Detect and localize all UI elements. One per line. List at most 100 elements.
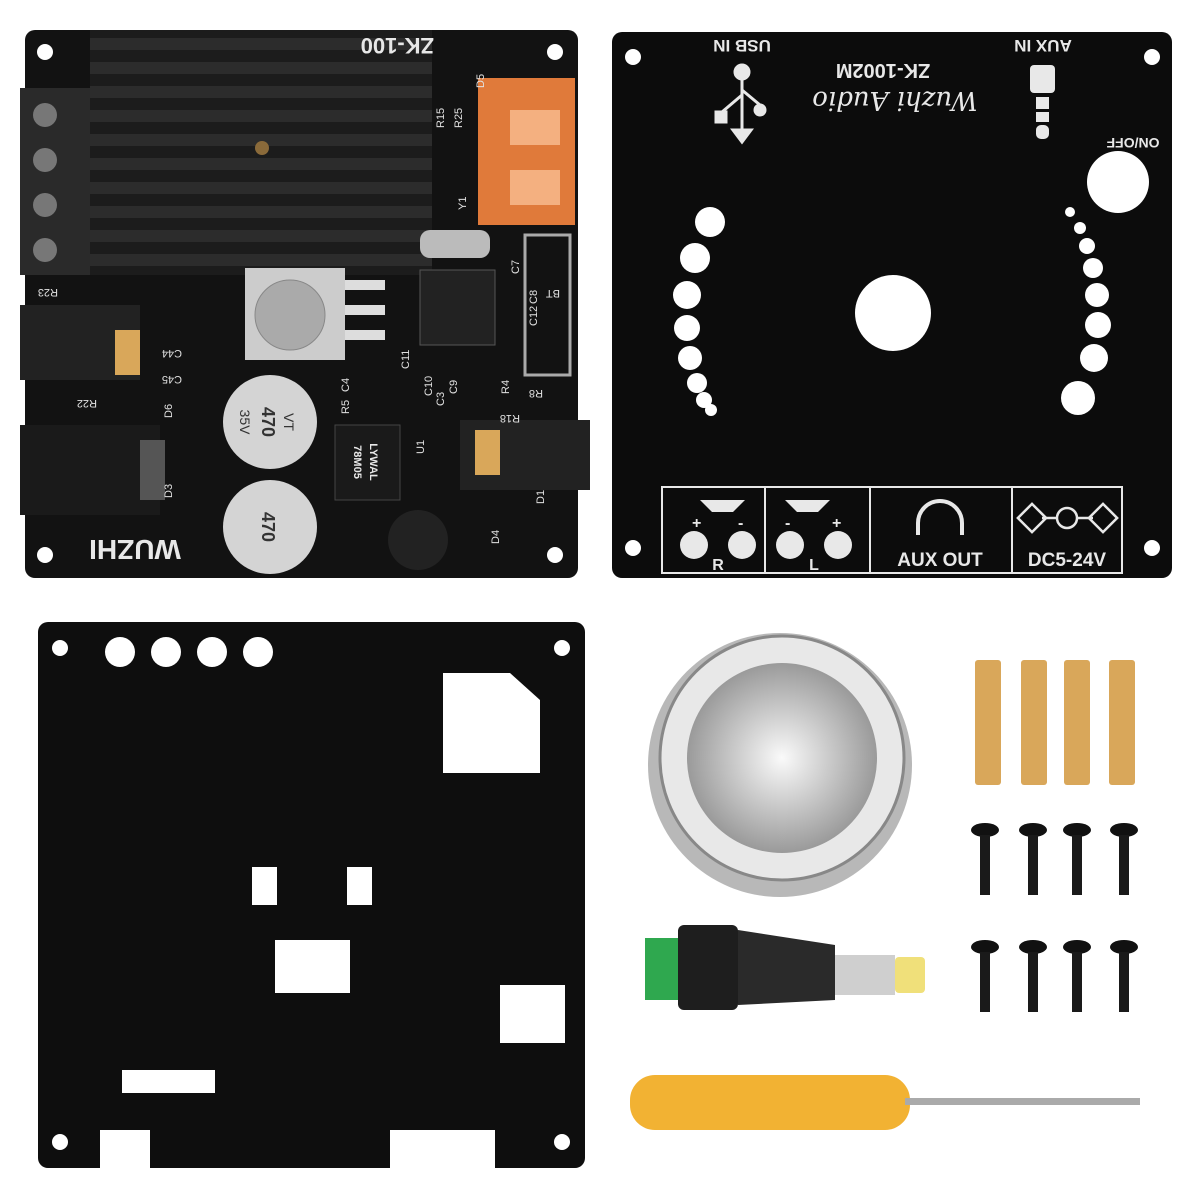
on-off-label: ON/OFF [1106,135,1159,151]
label-c8: C8 [528,290,540,304]
heatsink-fin [90,158,432,170]
panel-model: ZK-1002M [836,59,930,81]
screw-head [1110,940,1138,954]
label-r4: R4 [500,380,512,394]
label-d6: D6 [163,404,175,418]
amplifier-board: ZK-100 470 35V VT 470 [20,30,590,578]
led-hole [674,315,700,341]
usb-in-label: USB IN [713,36,771,55]
label-r5: R5 [340,400,352,414]
board-brand-text: WUZHI [89,534,181,565]
screw-head [1063,823,1091,837]
screws [971,823,1138,1012]
svg-text:470: 470 [258,407,278,437]
label-c3: C3 [435,392,447,406]
screw [1110,940,1138,1012]
label-c44: C44 [162,347,182,359]
led-hole [1080,344,1108,372]
led-hole [1079,238,1095,254]
l-minus: - [785,515,790,532]
headphone-icon [916,499,964,535]
svg-text:470: 470 [258,512,278,542]
label-c7: C7 [510,260,522,274]
heatsink [90,30,432,275]
label-d3: D3 [163,484,175,498]
label-c11: C11 [400,350,412,369]
aux-in-label: AUX IN [1014,36,1072,55]
led-hole [687,373,707,393]
brass-standoff [975,660,1001,785]
dc-input-label: DC5-24V [1028,550,1106,571]
brass-standoff [1021,660,1047,785]
label-r25: R25 [453,108,465,128]
label-r8: R8 [529,387,543,399]
label-d1: D1 [535,490,547,504]
heatsink-fin [90,254,432,266]
screw-shaft [980,835,990,895]
heatsink-fin [90,110,432,122]
label-r23: R23 [38,286,58,298]
screw-shaft [1119,835,1129,895]
label-c10: C10 [423,376,435,396]
volume-potentiometer [245,268,385,360]
screw-head [1110,823,1138,837]
screw [971,940,999,1012]
label-r22: R22 [77,397,97,409]
knob-shaft-hole [855,275,931,351]
heatsink-fin [90,230,432,242]
label-d5: D5 [475,74,487,88]
brand-script: Wuzhi Audio [812,85,978,115]
right-channel-label: R [712,557,724,574]
screw [1110,823,1138,895]
screw-shaft [1072,952,1082,1012]
screw-shaft [1028,835,1038,895]
heatsink-fin [90,134,432,146]
screw-head [971,940,999,954]
r-plus: + [692,515,701,532]
screw-shaft [1028,952,1038,1012]
led-arc-left [673,207,725,416]
board-model-text: ZK-100 [361,33,434,58]
back-plate [38,622,585,1168]
label-c4: C4 [340,378,352,392]
regulator-lot-code: LYWAL [367,443,379,481]
screw-head [1019,823,1047,837]
label-u1: U1 [415,440,427,454]
led-hole [1061,381,1095,415]
usb-port [478,78,575,225]
led-hole [680,243,710,273]
led-hole [673,281,701,309]
brass-standoff [1064,660,1090,785]
bluetooth-antenna [523,233,572,377]
dc-polarity-icon [1016,502,1119,534]
screw-shaft [980,952,990,1012]
screw-head [1019,940,1047,954]
component-labels: R23 R22 C44 C45 D6 D3 D4 D1 D5 R15 R25 Y… [38,74,560,544]
heatsink-fin [90,38,432,50]
brass-standoff [1109,660,1135,785]
screw-terminal [20,88,90,275]
led-hole [696,392,712,408]
capacitor-bottom: 470 [223,480,317,574]
label-c9: C9 [448,380,460,394]
label-c45: C45 [162,373,182,385]
heatsink-fin [90,206,432,218]
led-hole [1074,222,1086,234]
svg-text:VT: VT [281,413,297,431]
brass-standoffs [975,660,1135,785]
led-hole [705,404,717,416]
volume-knob [648,633,912,897]
screw-head [1063,940,1091,954]
screwdriver [630,1075,1140,1130]
label-r18: R18 [500,412,520,424]
led-hole [1085,283,1109,307]
label-d4: D4 [490,530,502,544]
heatsink-fin [90,86,432,98]
dc-jack [20,425,165,515]
front-panel: USB IN AUX IN ZK-1002M Wuzhi Audio ON/OF… [612,32,1172,578]
led-hole [1065,207,1075,217]
r-minus: - [738,515,743,532]
led-hole [1083,258,1103,278]
screw [1019,940,1047,1012]
